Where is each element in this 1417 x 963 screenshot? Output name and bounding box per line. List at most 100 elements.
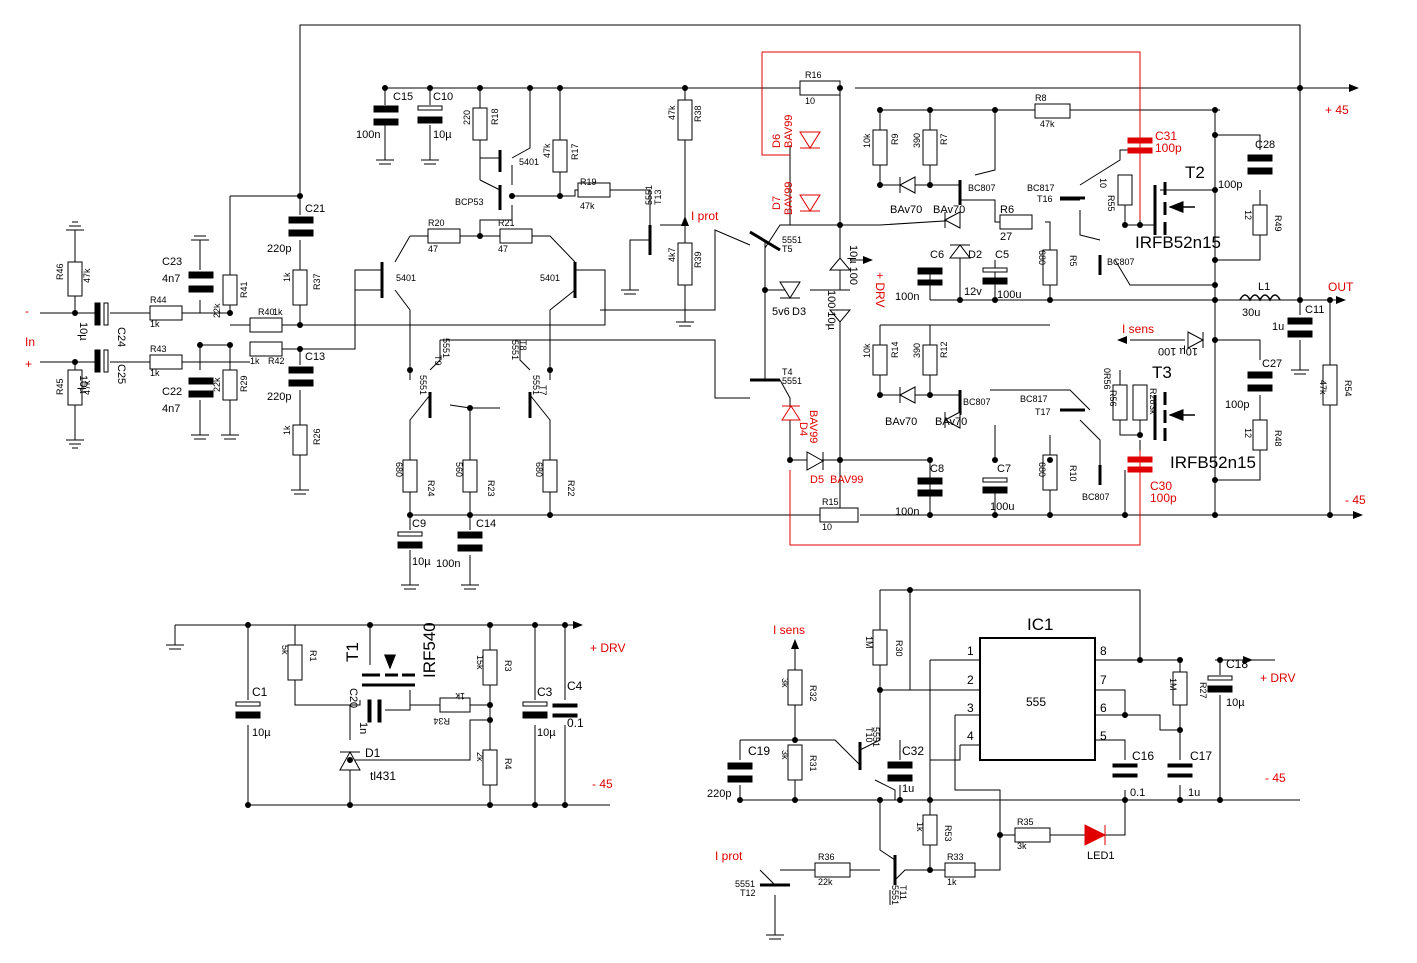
label-4n7-a: 4n7	[162, 273, 180, 285]
resistor-r6	[999, 214, 1033, 230]
resistor-r21	[499, 228, 533, 244]
junction-dot	[532, 622, 538, 628]
junction-dot	[1217, 657, 1223, 663]
label-1m-b: 1M	[1168, 678, 1178, 691]
resistors	[67, 80, 1338, 878]
junction-dot	[927, 392, 933, 398]
semiconductors	[362, 150, 1195, 887]
label-680-b: 680	[534, 462, 544, 477]
junction-dot	[997, 832, 1003, 838]
label-555: 555	[1026, 695, 1046, 709]
label-r3: R3	[503, 660, 513, 672]
junction-dot	[1122, 512, 1128, 518]
junction-dot	[1047, 457, 1053, 463]
label-r39: R39	[693, 251, 703, 268]
label-iprot-top: I prot	[691, 209, 719, 223]
capacitor-c25	[94, 349, 109, 373]
label-1k-a: 1k	[150, 319, 160, 329]
label-1k-i: 1k	[947, 877, 957, 887]
label-drv-psu: + DRV	[590, 641, 625, 655]
diode-d6	[799, 131, 821, 149]
label-3k-c: 3k	[780, 750, 790, 760]
junction-dot	[877, 797, 883, 803]
label-47k-b: 47k	[82, 380, 92, 395]
label-r1: R1	[308, 650, 318, 662]
label-c15: C15	[393, 91, 413, 103]
label-r24: R24	[426, 480, 436, 497]
label-r29: R29	[239, 375, 249, 392]
capacitor-c21	[288, 216, 314, 237]
junction-dot	[509, 193, 515, 199]
resistor-r37	[292, 269, 308, 306]
label-d7: D7	[771, 196, 783, 210]
junction-dot	[1122, 712, 1128, 718]
label-pos45: + 45	[1325, 103, 1349, 117]
junction-dot	[1212, 297, 1218, 303]
label-irf540: IRF540	[420, 622, 439, 678]
junction-dot	[487, 802, 493, 808]
label-r8: R8	[1035, 93, 1047, 103]
junction-dot	[1212, 107, 1218, 113]
transistor-t5	[749, 230, 781, 252]
diode-bav70-a	[898, 176, 916, 194]
junction-dot	[245, 622, 251, 628]
junction-dot	[347, 802, 353, 808]
resistor-r32	[787, 669, 803, 706]
label-r38: R38	[693, 105, 703, 122]
diodes	[339, 131, 1205, 846]
label-r18: R18	[490, 108, 500, 125]
label-pin8: 8	[1100, 644, 1107, 658]
label-10u-d: 10µ	[412, 556, 431, 568]
junction-dot	[1177, 727, 1183, 733]
label-t13: T13	[653, 189, 663, 205]
label-iprot-555: I prot	[715, 849, 743, 863]
label-5551-g: 5551	[782, 376, 802, 386]
label-1k-e: 1k	[282, 272, 292, 282]
label-bc807-d: BC807	[1082, 492, 1110, 502]
label-neg45-555: - 45	[1265, 771, 1286, 785]
label-5551-i: 5551	[735, 879, 755, 889]
label-r40: R40	[258, 307, 275, 317]
label-c7: C7	[997, 463, 1011, 475]
resistor-r34	[439, 697, 471, 713]
junction-dot	[792, 737, 798, 743]
label-220: 220	[462, 110, 472, 125]
capacitor-c3	[522, 701, 548, 719]
junction-dot	[737, 797, 743, 803]
junction-dot	[927, 182, 933, 188]
label-r20: R20	[428, 218, 445, 228]
label-t9: T9	[433, 355, 443, 366]
label-r28: R28	[1148, 388, 1158, 405]
label-c10: C10	[433, 91, 453, 103]
junction-dot	[487, 702, 493, 708]
label-22k-a: 22k	[212, 303, 222, 318]
label-1k-g: 1k	[455, 691, 465, 701]
label-47k-g: 47k	[1318, 380, 1328, 395]
resistor-r27	[1172, 671, 1188, 706]
label-r22: R22	[566, 480, 576, 497]
label-30u: 30u	[1242, 307, 1260, 319]
label-22k-b: 22k	[212, 377, 222, 392]
label-27: 27	[1000, 231, 1012, 243]
junction-dot	[197, 342, 203, 348]
label-10-b: 10	[1098, 178, 1108, 188]
label-t10: T10	[864, 727, 874, 743]
inductor-l1	[1239, 294, 1281, 302]
junction-dot	[227, 310, 233, 316]
resistor-r8	[1034, 103, 1071, 119]
label-in: In	[25, 335, 35, 349]
junction-dot	[72, 359, 78, 365]
junction-dot	[992, 297, 998, 303]
capacitor-c13	[288, 366, 314, 387]
label-5401-a: 5401	[519, 157, 539, 167]
resistor-r1	[287, 644, 303, 681]
resistor-r7	[922, 129, 938, 166]
label-220p-c: 220p	[707, 788, 731, 800]
label-t17: T17	[1035, 407, 1051, 417]
label-390-b: 390	[912, 343, 922, 358]
junction-dot	[532, 802, 538, 808]
junction-dot	[927, 457, 933, 463]
junction-dot	[382, 85, 388, 91]
label-3k-a: 3k	[1148, 405, 1158, 415]
junction-dot	[1137, 657, 1143, 663]
